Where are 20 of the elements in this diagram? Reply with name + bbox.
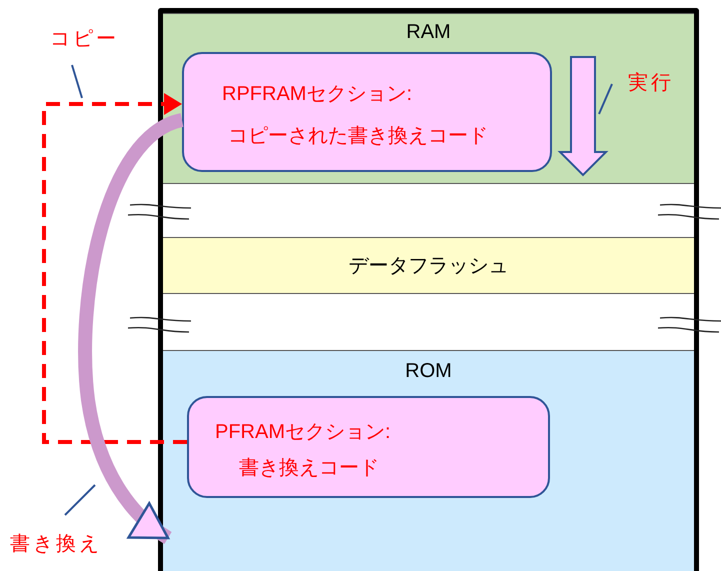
callout-label: 実行 [628, 71, 674, 95]
section-text: コピーされた書き換えコード [228, 124, 488, 148]
section-text: PFRAMセクション: [215, 420, 391, 444]
memory-region [163, 237, 694, 293]
rewrite-arrow [78, 113, 184, 544]
leader-line [598, 84, 613, 114]
callout-label: コピー [50, 27, 119, 51]
memory-region [163, 350, 694, 571]
region-label: ROM [404, 359, 453, 383]
leader-line [64, 484, 96, 516]
memory-region [163, 13, 694, 183]
region-label: データフラッシュ [348, 254, 510, 278]
callout-label: 書き換え [10, 532, 102, 556]
leader-line [71, 64, 83, 98]
section-box [187, 396, 550, 498]
section-box [182, 52, 552, 172]
copy-arrow [42, 93, 187, 444]
section-text: RPFRAMセクション: [222, 82, 412, 106]
section-text: 書き換えコード [239, 456, 379, 480]
region-label: RAM [405, 20, 452, 44]
